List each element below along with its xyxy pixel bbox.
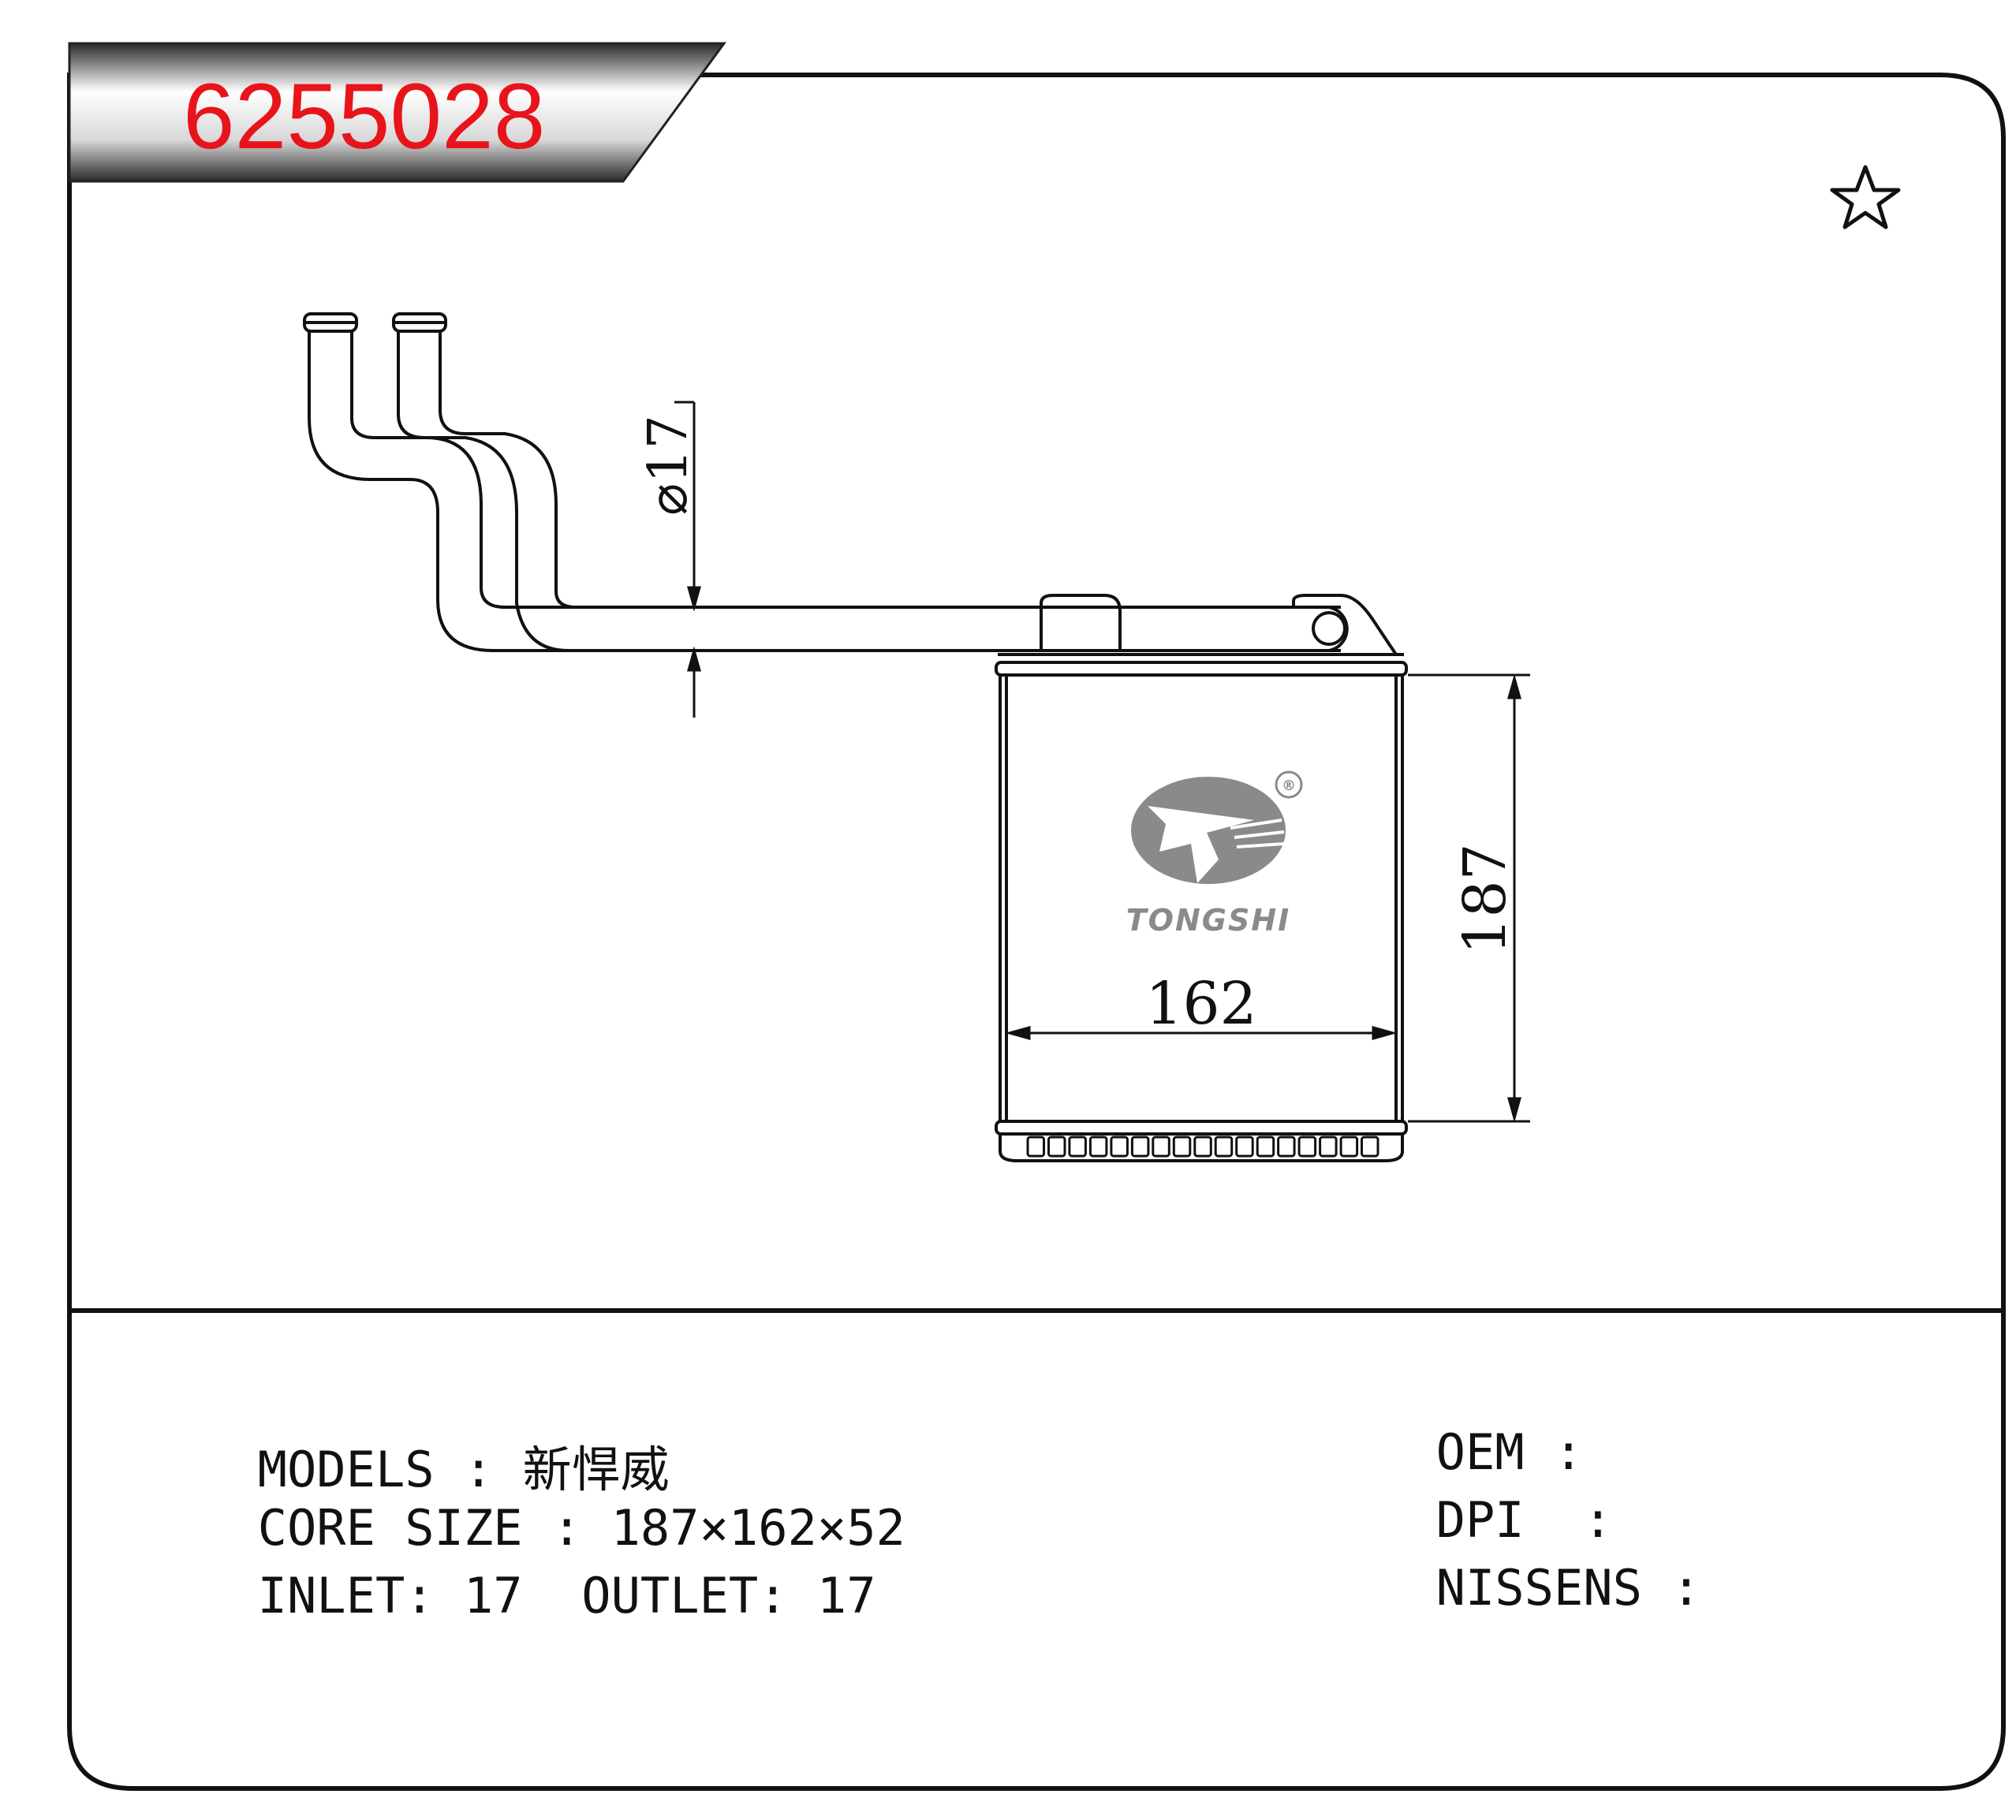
height-label: 187 <box>1451 843 1519 954</box>
oem-row: OEM : <box>1377 1366 1584 1481</box>
svg-text:®: ® <box>1282 778 1296 794</box>
corrugation-fin <box>1339 1136 1359 1158</box>
core <box>999 673 1404 1123</box>
core-size-separator: : <box>551 1499 582 1557</box>
corrugation-fin <box>1361 1136 1379 1158</box>
corrugation-fin <box>1110 1136 1129 1158</box>
core-size-label: CORE SIZE <box>257 1499 523 1557</box>
models-separator: : <box>463 1441 494 1498</box>
inlet-pipe <box>308 331 1341 652</box>
nissens-separator: : <box>1671 1559 1701 1617</box>
part-number: 6255028 <box>183 65 545 169</box>
pipe-end-cap <box>1328 606 1349 652</box>
oem-separator: : <box>1553 1423 1584 1481</box>
pipe-diameter-label: ⌀17 <box>637 415 700 515</box>
corrugation-fin <box>1319 1136 1338 1158</box>
corrugation-fin <box>1047 1136 1066 1158</box>
brand-logo: ® TONGSHI <box>1126 770 1303 938</box>
corrugation-fin <box>1026 1136 1045 1158</box>
nissens-label: NISSENS <box>1435 1559 1642 1617</box>
corrugation-fin <box>1277 1136 1296 1158</box>
outer-frame <box>67 73 2006 1791</box>
pipe-diameter-dimension <box>674 401 701 718</box>
nissens-row: NISSENS : <box>1377 1501 1701 1617</box>
inlet-pipe-inner <box>350 331 1341 609</box>
core-size-value: 187×162×52 <box>610 1499 905 1557</box>
corrugation-fin <box>1172 1136 1192 1158</box>
inlet-value: 17 <box>463 1567 523 1624</box>
height-dimension <box>1408 673 1530 1123</box>
outlet-label: OUTLET: <box>581 1567 788 1624</box>
registered-icon <box>1275 770 1303 799</box>
core-size-row: CORE SIZE : 187×162×52 <box>199 1441 905 1557</box>
corrugation-fin <box>1256 1136 1275 1158</box>
bottom-corrugations <box>1026 1136 1379 1158</box>
corrugation-fin <box>1193 1136 1212 1158</box>
outlet-pipe <box>397 331 569 652</box>
heater-drawing <box>303 312 1408 1162</box>
brand-logo-text: TONGSHI <box>1126 903 1291 938</box>
bottom-header <box>995 1120 1408 1136</box>
corrugation-fin <box>1068 1136 1087 1158</box>
star-icon <box>1830 165 1901 229</box>
top-header <box>995 661 1408 677</box>
width-dimension <box>1005 1026 1398 1040</box>
outlet-value: 17 <box>816 1567 876 1624</box>
corrugation-fin <box>1214 1136 1234 1158</box>
bottom-fins <box>999 1134 1404 1162</box>
corrugation-fin <box>1297 1136 1317 1158</box>
corrugation-fin <box>1152 1136 1170 1158</box>
corrugation-fin <box>1130 1136 1150 1158</box>
outlet-pipe-inner <box>439 331 577 609</box>
mount-bracket-right <box>1292 594 1398 656</box>
dpi-separator: : <box>1583 1491 1613 1549</box>
dpi-row: DPI : <box>1377 1434 1613 1549</box>
dpi-label: DPI <box>1435 1491 1525 1549</box>
models-row: MODELS : 新悍威 <box>199 1372 670 1501</box>
inlet-outlet-row: INLET: 17 OUTLET: 17 <box>199 1509 876 1624</box>
width-label: 162 <box>1145 970 1256 1038</box>
oem-label: OEM <box>1435 1423 1525 1481</box>
mount-bracket-left <box>1040 594 1122 651</box>
models-value: 新悍威 <box>522 1441 670 1498</box>
models-label: MODELS <box>257 1441 435 1498</box>
inlet-label: INLET: <box>257 1567 435 1624</box>
title-banner <box>68 42 726 183</box>
corrugation-fin <box>1088 1136 1108 1158</box>
corrugation-fin <box>1235 1136 1254 1158</box>
